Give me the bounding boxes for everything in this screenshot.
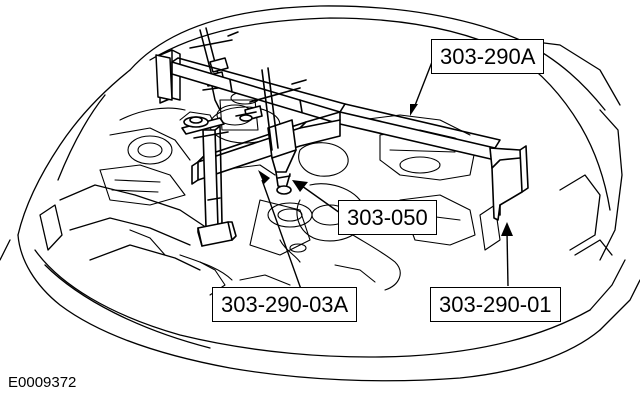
callout-adapter: 303-050 [338, 200, 437, 235]
arrowhead-lifting-bar [410, 104, 418, 116]
rear-end-plate [155, 54, 173, 101]
leader-line-support-leg [506, 231, 509, 287]
leader-line-adapter [301, 185, 341, 214]
arrowhead-cross-beam [258, 170, 270, 184]
arrowheads [258, 104, 513, 236]
callout-lifting-bar: 303-290A [431, 39, 545, 74]
engine-compartment [99, 91, 501, 296]
callout-cross-beam: 303-290-03A [212, 287, 358, 322]
leader-line-lifting-bar [413, 61, 433, 109]
leader-line-cross-beam [261, 179, 303, 293]
vehicle-body-outline [0, 5, 640, 382]
right-support-bracket [489, 145, 529, 221]
arrowhead-support-leg [501, 222, 513, 236]
cross-beam [191, 67, 341, 195]
callout-support-leg: 303-290-01 [430, 287, 561, 322]
front-left-support-leg [181, 116, 237, 247]
leader-lines [261, 61, 509, 293]
arrowhead-adapter [292, 180, 308, 192]
figure-id: E0009372 [8, 374, 77, 391]
